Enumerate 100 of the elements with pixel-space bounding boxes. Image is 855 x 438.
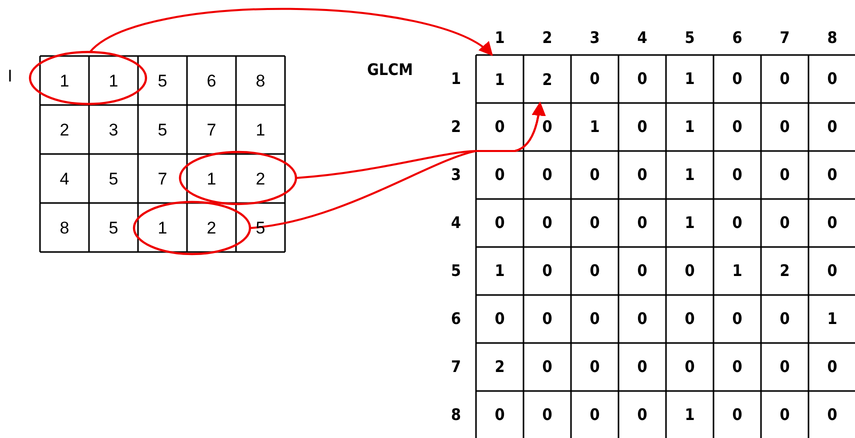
matrix-value: 0 — [637, 311, 648, 327]
curved-arrow — [250, 102, 546, 229]
matrix-value: 5 — [158, 72, 168, 89]
column-number: 3 — [590, 30, 600, 46]
highlight-ellipse — [178, 150, 298, 206]
matrix-value: 2 — [494, 359, 505, 375]
matrix-value: 0 — [684, 311, 695, 327]
matrix-value: 0 — [732, 71, 742, 87]
highlight-ellipse — [28, 50, 148, 106]
row-number: 1 — [451, 71, 461, 87]
matrix-value: 1 — [684, 215, 695, 231]
row-number: 8 — [451, 407, 461, 423]
matrix-value: 6 — [206, 72, 216, 89]
matrix-value: 0 — [637, 263, 648, 279]
matrix-value: 0 — [827, 119, 838, 135]
matrix-value: 0 — [780, 119, 790, 135]
matrix-value: 0 — [637, 215, 648, 231]
matrix-value: 0 — [684, 359, 695, 375]
matrix-value: 8 — [256, 72, 266, 89]
matrix-value: 0 — [780, 215, 790, 231]
matrix-value: 0 — [637, 71, 648, 87]
matrix-value: 0 — [590, 215, 600, 231]
matrix-value: 0 — [494, 119, 505, 135]
matrix-value: 1 — [590, 119, 600, 135]
column-number: 4 — [637, 30, 648, 46]
matrix-value: 0 — [637, 167, 648, 183]
column-number: 2 — [542, 30, 552, 46]
matrix-value: 1 — [158, 219, 168, 236]
matrix-value: 0 — [780, 359, 790, 375]
matrix-value: 7 — [158, 170, 168, 187]
matrix-value: 0 — [827, 167, 838, 183]
matrix-value: 0 — [684, 263, 695, 279]
matrix-value: 1 — [256, 121, 266, 138]
matrix-value: 0 — [827, 263, 838, 279]
row-number: 5 — [451, 263, 461, 279]
matrix-value: 0 — [590, 71, 600, 87]
matrix-value: 1 — [684, 71, 695, 87]
matrix-value: 0 — [590, 407, 600, 423]
matrix-value: 2 — [256, 170, 266, 187]
matrix-value: 0 — [542, 119, 552, 135]
matrix-value: 0 — [494, 311, 505, 327]
matrix-value: 1 — [684, 119, 695, 135]
matrix-value: 0 — [590, 359, 600, 375]
matrix-value: 0 — [637, 119, 648, 135]
matrix-value: 2 — [780, 263, 790, 279]
matrix-value: 0 — [827, 407, 838, 423]
matrix-value: 4 — [60, 170, 70, 187]
row-number: 7 — [451, 359, 461, 375]
row-number: 4 — [451, 215, 461, 231]
matrix-value: 0 — [637, 407, 648, 423]
matrix-value: 0 — [827, 359, 838, 375]
matrix-value: 0 — [827, 71, 838, 87]
matrix-value: 5 — [108, 170, 118, 187]
matrix-value: 1 — [206, 170, 216, 187]
matrix-name: I — [8, 68, 12, 84]
matrix-value: 0 — [590, 263, 600, 279]
matrix-value: 0 — [780, 167, 790, 183]
matrix-value: 0 — [732, 119, 742, 135]
column-number: 1 — [494, 30, 505, 46]
row-number: 3 — [451, 167, 461, 183]
matrix-value: 0 — [780, 407, 790, 423]
matrix-value: 2 — [206, 219, 216, 236]
column-number: 7 — [780, 30, 790, 46]
matrix-value: 0 — [732, 167, 742, 183]
column-number: 6 — [732, 30, 742, 46]
highlight-ellipse — [132, 200, 252, 256]
matrix-value: 0 — [494, 167, 505, 183]
matrix-value: 1 — [108, 72, 118, 89]
matrix-value: 0 — [732, 311, 742, 327]
matrix-value: 7 — [206, 121, 216, 138]
curved-arrow — [89, 8, 494, 56]
matrix-name: GLCM — [367, 62, 413, 78]
row-number: 2 — [451, 119, 461, 135]
matrix-value: 1 — [827, 311, 838, 327]
matrix-value: 0 — [542, 263, 552, 279]
matrix-value: 0 — [542, 215, 552, 231]
matrix-value: 1 — [60, 72, 70, 89]
matrix-value: 0 — [827, 215, 838, 231]
matrix-value: 8 — [60, 219, 70, 236]
matrix-value: 1 — [732, 263, 742, 279]
matrix-value: 1 — [494, 263, 505, 279]
matrix-value: 0 — [542, 167, 552, 183]
matrix-value: 5 — [108, 219, 118, 236]
matrix-value: 0 — [494, 407, 505, 423]
matrix-value: 0 — [732, 407, 742, 423]
matrix-value: 0 — [637, 359, 648, 375]
matrix-value: 5 — [158, 121, 168, 138]
matrix-value: 0 — [732, 215, 742, 231]
matrix-value: 0 — [542, 311, 552, 327]
matrix-value: 1 — [476, 55, 524, 103]
column-number: 8 — [827, 30, 838, 46]
matrix-value: 0 — [590, 167, 600, 183]
matrix-value: 0 — [590, 311, 600, 327]
matrix-value: 1 — [684, 167, 695, 183]
matrix-value: 2 — [60, 121, 70, 138]
column-number: 5 — [684, 30, 695, 46]
matrix-value: 0 — [780, 311, 790, 327]
matrix-value: 0 — [780, 71, 790, 87]
matrix-value: 0 — [542, 407, 552, 423]
matrix-value: 0 — [494, 215, 505, 231]
